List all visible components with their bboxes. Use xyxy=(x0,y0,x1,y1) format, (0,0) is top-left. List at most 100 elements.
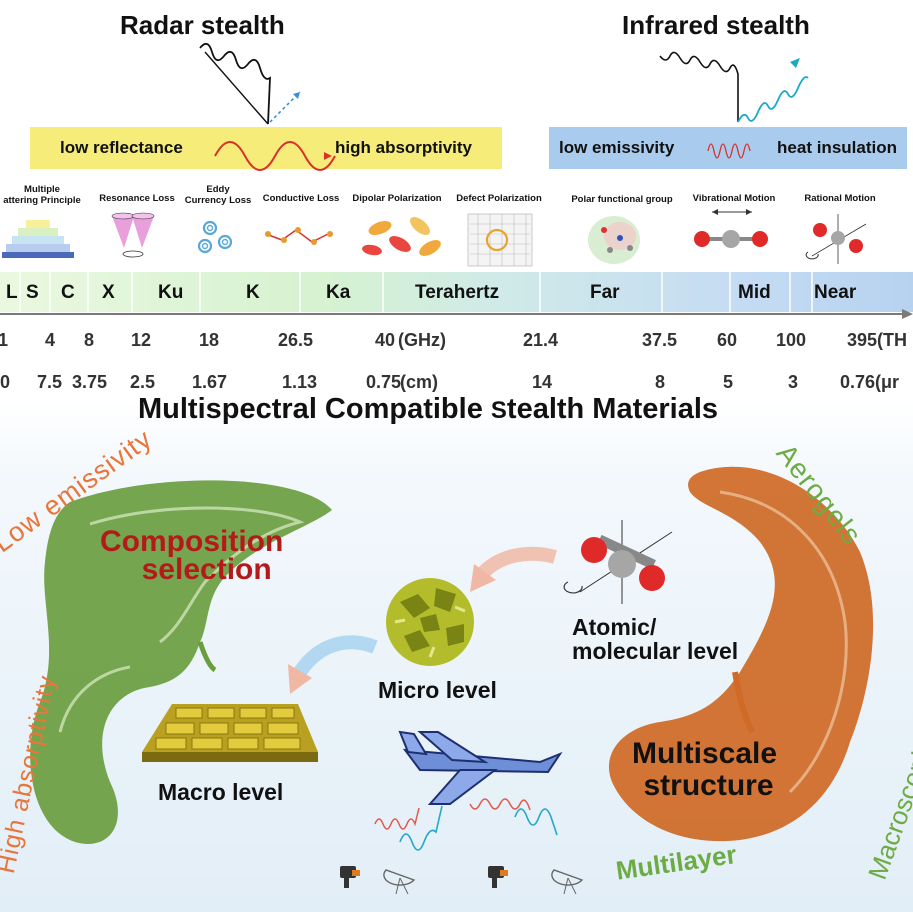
freq-value: 37.5 xyxy=(642,330,678,350)
infrared-stealth-title: Infrared stealth xyxy=(622,10,810,40)
band-dividers xyxy=(0,272,913,319)
selection-line: selection xyxy=(141,553,272,586)
wavelength-value: 2.5 xyxy=(130,372,156,392)
mech-rotational-motion: Rational Motion xyxy=(804,193,876,204)
wavelength-value: 1.13 xyxy=(282,372,318,392)
band-K: K xyxy=(246,282,260,303)
wavelength-value: 5 xyxy=(723,372,734,392)
radar-wave-icon xyxy=(199,42,809,125)
band-mid: Mid xyxy=(738,282,771,303)
freq-value: 21.4 xyxy=(523,330,559,350)
green-splash-shape xyxy=(30,480,332,844)
low-reflectance-label: low reflectance xyxy=(60,138,183,157)
multiscale-structure-title: Multiscale structure xyxy=(632,738,777,802)
mech-eddy-loss: Eddy Currency Loss xyxy=(184,184,252,206)
graphene-defect-icon xyxy=(467,213,533,267)
freq-value: 395(TH xyxy=(847,330,908,350)
layered-pyramid-icon xyxy=(2,220,74,258)
wavelength-value: 8 xyxy=(655,372,666,392)
band-Ku: Ku xyxy=(158,282,184,303)
wavelength-value: 7.5 xyxy=(37,372,63,392)
mech-polar-group: Polar functional group xyxy=(571,194,673,205)
wavelength-unit-cm: (cm) xyxy=(400,372,439,392)
structure-line: structure xyxy=(643,769,774,802)
porous-sphere-icon xyxy=(386,578,474,666)
freq-value: 40 xyxy=(375,330,396,350)
spectrum-band-strip xyxy=(0,272,913,312)
ir-small-wave-icon xyxy=(707,143,751,159)
freq-value: 60 xyxy=(717,330,738,350)
radar-stealth-title: Radar stealth xyxy=(120,10,285,40)
dipole-ellipse-icon xyxy=(362,217,441,256)
wavelength-value: 0.76(μr xyxy=(840,372,900,392)
freq-unit-ghz: (GHz) xyxy=(398,330,446,350)
ir-wave-icon xyxy=(374,807,420,830)
freq-value: 8 xyxy=(84,330,95,350)
band-terahertz: Terahertz xyxy=(415,282,500,303)
band-near: Near xyxy=(814,282,857,303)
atomic-molecule-icon xyxy=(563,520,673,604)
wavelength-value: 14 xyxy=(532,372,553,392)
freq-value: 12 xyxy=(131,330,152,350)
wavelength-value: 3.75 xyxy=(72,372,108,392)
band-C: C xyxy=(61,282,75,303)
mech-defect-polarization: Defect Polarization xyxy=(456,193,542,204)
lower-illustration xyxy=(30,466,874,895)
main-title: Multispectral Compatible Stealth Materia… xyxy=(138,393,718,426)
band-S: S xyxy=(26,282,39,303)
vibrating-molecule-icon xyxy=(694,209,768,248)
main-title-part-b: S xyxy=(490,397,507,424)
ir-camera-icon xyxy=(488,866,508,888)
mech-dipolar-polarization: Dipolar Polarization xyxy=(352,193,442,204)
wavelength-value: 3 xyxy=(788,372,799,392)
arrow-micro-to-macro xyxy=(294,635,378,677)
macro-level-label: Macro level xyxy=(158,779,284,805)
wavelength-value: 30 xyxy=(0,372,11,392)
band-Ka: Ka xyxy=(326,282,351,303)
electron-chain-icon xyxy=(265,227,333,245)
radar-dish-icon xyxy=(383,869,416,895)
radar-decay-wave-icon xyxy=(214,141,336,171)
mech-conductive-loss: Conductive Loss xyxy=(262,193,340,204)
molecular-level-line: molecular level xyxy=(572,638,739,664)
mechanism-icons xyxy=(2,209,867,267)
freq-value: 26.5 xyxy=(278,330,314,350)
orange-splash-shape xyxy=(608,466,874,842)
band-L: L xyxy=(6,282,18,303)
main-title-part-a: Multispectral Compatible xyxy=(138,393,491,425)
band-X: X xyxy=(102,282,115,303)
freq-value: 100 xyxy=(776,330,807,350)
radar-dish-icon xyxy=(551,869,584,895)
main-title-part-c: tealth Materials xyxy=(506,393,719,425)
low-emissivity-label: low emissivity xyxy=(559,138,675,157)
atomic-line: Atomic/ xyxy=(572,614,657,640)
freq-value: 4 xyxy=(45,330,56,350)
composition-line: Composition xyxy=(100,525,284,558)
high-absorptivity-label: high absorptivity xyxy=(335,138,472,157)
heat-insulation-label: heat insulation xyxy=(777,138,897,157)
mech-vibrational-motion: Vibrational Motion xyxy=(692,193,776,204)
multiscale-line: Multiscale xyxy=(632,737,778,770)
arrow-atomic-to-micro xyxy=(476,546,557,579)
composition-selection-title: Composition selection xyxy=(100,525,284,586)
radar-property-bar: low reflectance high absorptivity xyxy=(30,127,502,169)
atomic-level-label: Atomic/ molecular level xyxy=(572,615,738,663)
freq-value: 18 xyxy=(199,330,220,350)
band-far: Far xyxy=(590,282,620,303)
mech-label-1: Multiple attering Principle xyxy=(3,184,81,206)
eddy-ring-icon xyxy=(197,220,233,254)
ir-property-bar: low emissivity heat insulation xyxy=(549,127,907,169)
airplane-icon xyxy=(398,730,563,805)
mech-multiple-scattering: Multiple attering Principle xyxy=(0,184,90,206)
wavelength-value: 0.75 xyxy=(366,372,402,392)
resonance-cone-icon xyxy=(111,212,155,258)
rotating-molecule-icon xyxy=(805,214,867,264)
radar-wave-icon xyxy=(399,805,443,851)
wavelength-value: 1.67 xyxy=(192,372,228,392)
molecule-cloud-icon xyxy=(588,216,640,264)
freq-value: 1 xyxy=(0,330,9,350)
mech-resonance-loss: Resonance Loss xyxy=(99,193,175,204)
micro-level-label: Micro level xyxy=(378,677,497,703)
macro-grid-icon xyxy=(142,704,318,762)
ir-camera-icon xyxy=(340,866,360,888)
